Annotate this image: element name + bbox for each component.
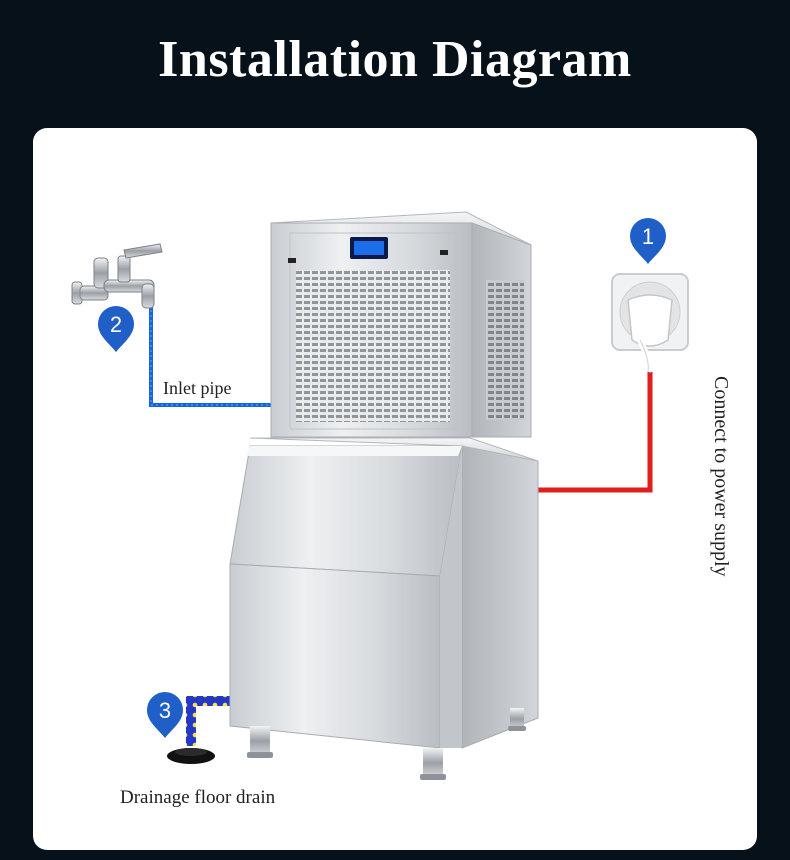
drain-label: Drainage floor drain	[120, 787, 276, 808]
power-cable	[538, 372, 653, 493]
floor-drain-icon	[167, 748, 215, 764]
drain-pipe	[186, 696, 236, 746]
marker-2: 2	[98, 306, 134, 352]
marker-3-label: 3	[159, 698, 171, 723]
power-supply-label: Connect to power supply	[710, 376, 732, 577]
ice-machine	[229, 211, 539, 780]
marker-1-label: 1	[642, 224, 654, 249]
power-socket-icon	[611, 273, 689, 373]
faucet-icon	[71, 243, 163, 309]
page-title: Installation Diagram	[158, 31, 632, 88]
machine-legs	[247, 708, 526, 780]
inlet-pipe-label: Inlet pipe	[163, 378, 232, 398]
marker-1: 1	[630, 218, 666, 264]
inlet-pipe	[149, 300, 272, 407]
marker-3: 3	[147, 692, 183, 738]
marker-2-label: 2	[110, 312, 122, 337]
